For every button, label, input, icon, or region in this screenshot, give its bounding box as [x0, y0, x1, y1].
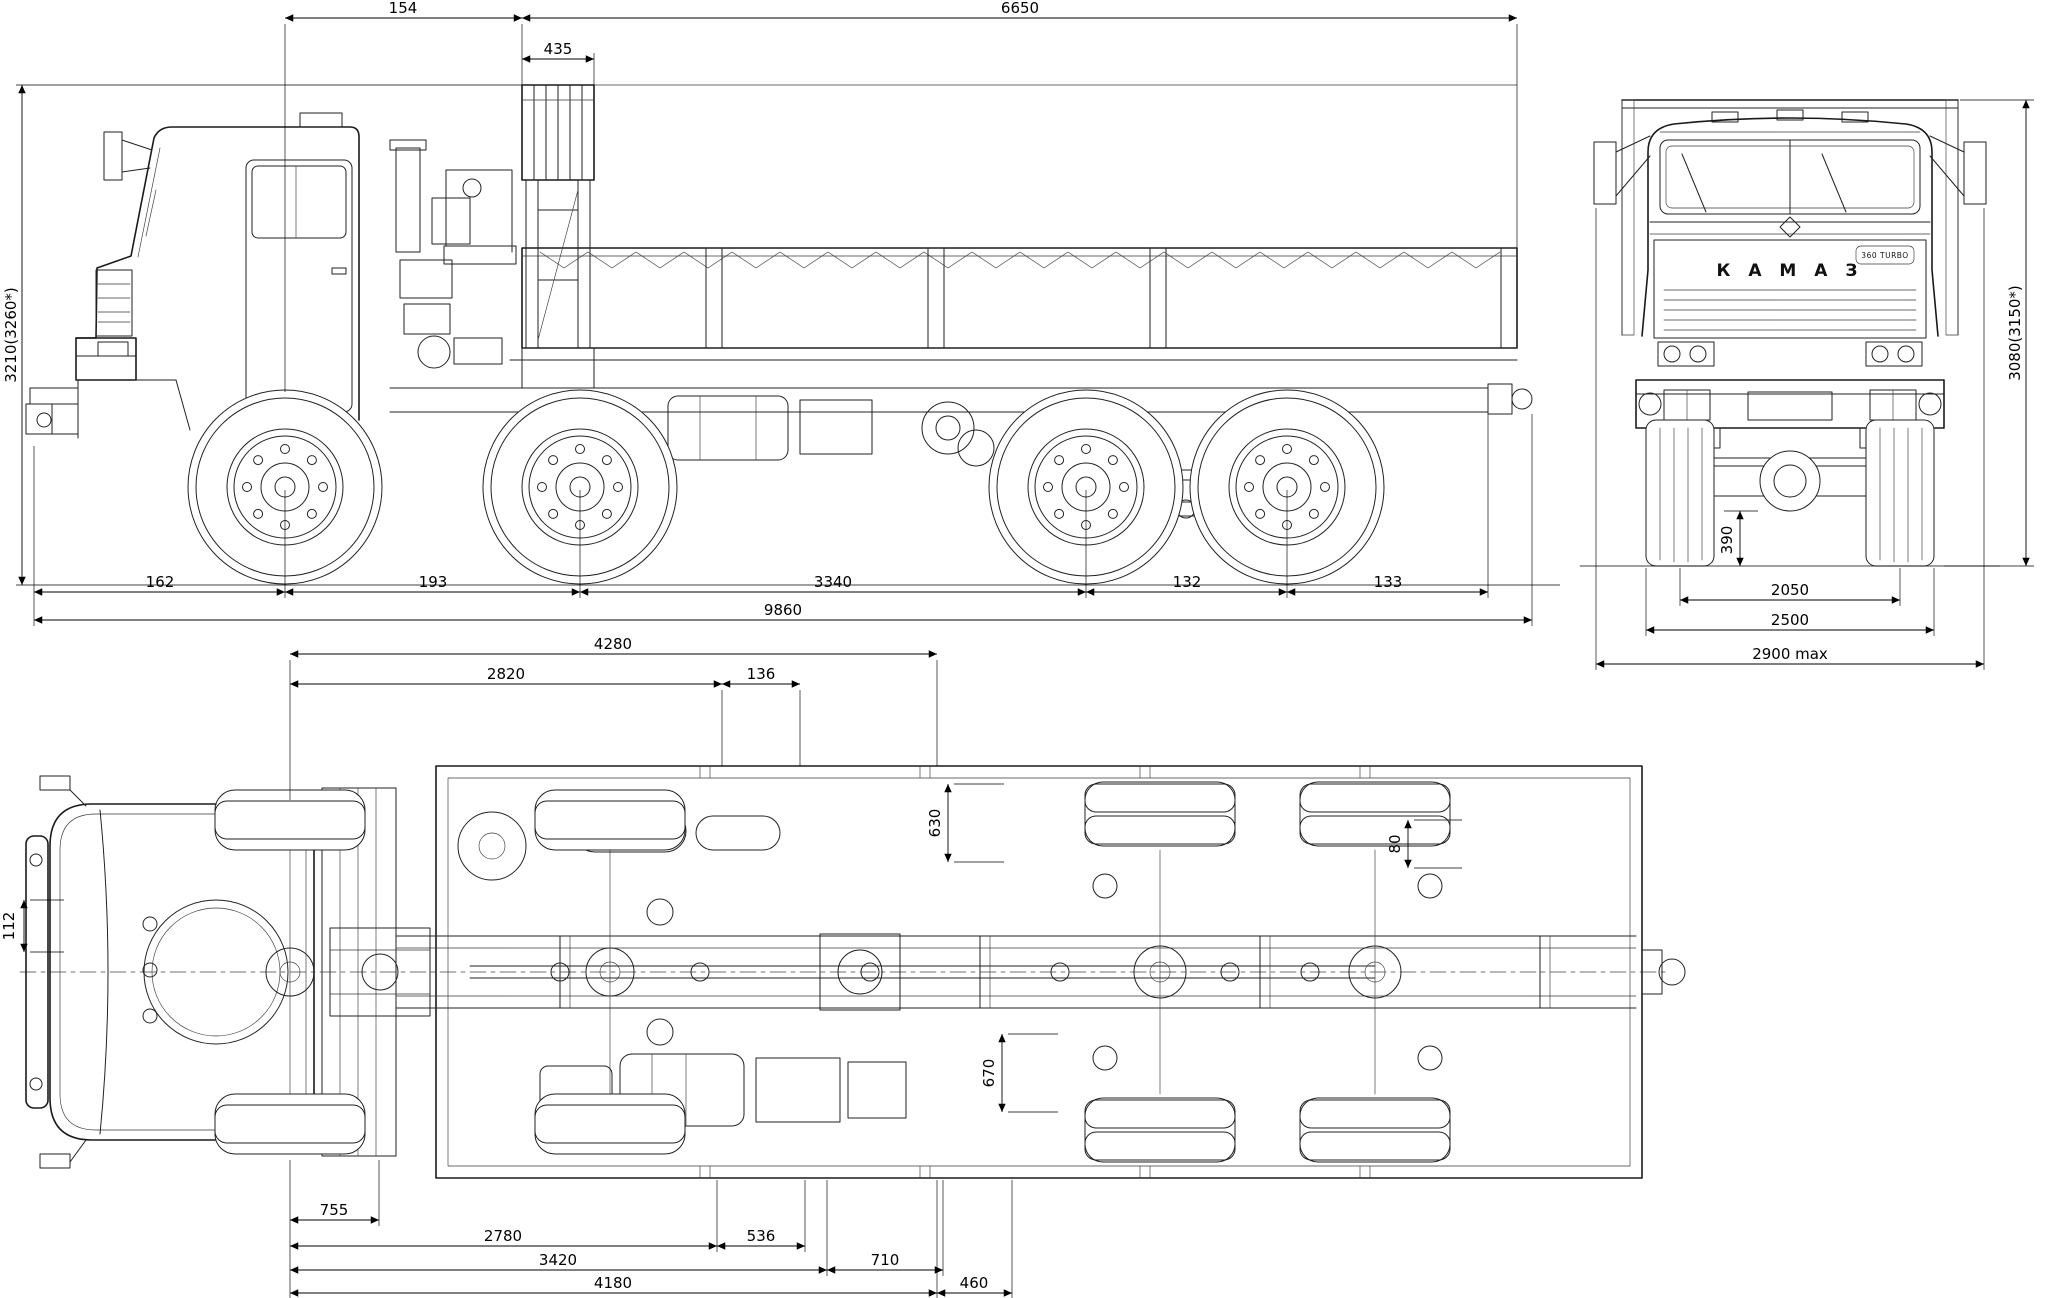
driveline — [329, 927, 1376, 1017]
top-wheel-4L — [1299, 781, 1451, 847]
dim-label-4180: 4180 — [594, 1274, 632, 1292]
side-view: 154 6650 435 3210(3260*) 162 193 3340 13… — [2, 0, 1560, 626]
top-wheel-2L — [534, 789, 686, 851]
dim-label-755: 755 — [320, 1201, 349, 1219]
chassis-frame-top — [395, 935, 1637, 1009]
headboard-rack — [521, 84, 595, 349]
dim-label-2820: 2820 — [487, 665, 525, 683]
front-winch — [25, 379, 79, 439]
cargo-bed — [509, 247, 1518, 389]
dim-label-136: 136 — [747, 665, 776, 683]
dim-label-630: 630 — [926, 809, 944, 838]
dim-label-710: 710 — [871, 1251, 900, 1269]
dim-label-4280: 4280 — [594, 635, 632, 653]
dim-label-390: 390 — [1718, 526, 1736, 555]
kamaz-grille-lettering: К А М А З — [1717, 261, 1864, 281]
engine-equipment — [389, 139, 517, 369]
front-view-drawing: К А М А З 360 TURBO — [1579, 99, 2001, 567]
dim-label-154: 154 — [389, 0, 418, 17]
dim-label-670: 670 — [980, 1059, 998, 1088]
dim-label-3340: 3340 — [814, 573, 852, 591]
dim-label-3420: 3420 — [539, 1251, 577, 1269]
dim-label-2900max: 2900 max — [1752, 645, 1828, 663]
dim-label-460: 460 — [960, 1274, 989, 1292]
dim-label-overall-height: 3210(3260*) — [2, 287, 20, 383]
dim-label-80: 80 — [1386, 834, 1404, 853]
top-wheel-1R — [214, 1093, 366, 1155]
dim-label-6650: 6650 — [1001, 0, 1039, 17]
dim-label-front-height: 3080(3150*) — [2006, 285, 2024, 381]
top-wheel-2R — [534, 1093, 686, 1155]
dim-label-133: 133 — [1374, 573, 1403, 591]
top-wheel-3L — [1084, 781, 1236, 847]
axles-top — [265, 849, 1402, 1095]
turbo-badge: 360 TURBO — [1861, 251, 1908, 260]
dim-label-112: 112 — [0, 912, 18, 941]
top-wheel-4R — [1299, 1097, 1451, 1163]
dim-label-435: 435 — [544, 40, 573, 58]
dim-label-2780: 2780 — [484, 1227, 522, 1245]
dim-label-9860: 9860 — [764, 601, 802, 619]
side-view-dimensions: 154 6650 435 3210(3260*) 162 193 3340 13… — [2, 0, 1560, 626]
dim-label-162: 162 — [146, 573, 175, 591]
front-view-dimensions: 3080(3150*) 390 2050 2500 2900 max — [1595, 99, 2034, 670]
dim-label-2500: 2500 — [1771, 611, 1809, 629]
dim-label-193: 193 — [419, 573, 448, 591]
top-view-dimensions: 4280 2820 136 630 112 80 670 755 2780 53… — [0, 635, 1462, 1298]
front-view: К А М А З 360 TURBO 3080(3150*) 390 2050… — [1579, 99, 2034, 670]
top-view: 4280 2820 136 630 112 80 670 755 2780 53… — [0, 635, 1686, 1298]
stake-pockets — [699, 765, 1371, 1179]
top-wheel-3R — [1084, 1097, 1236, 1163]
equipment-top — [457, 809, 1686, 1127]
dim-label-2050: 2050 — [1771, 581, 1809, 599]
top-view-drawing — [19, 765, 1686, 1179]
dim-label-536: 536 — [747, 1227, 776, 1245]
side-view-drawing — [25, 84, 1533, 585]
dim-label-132: 132 — [1173, 573, 1202, 591]
